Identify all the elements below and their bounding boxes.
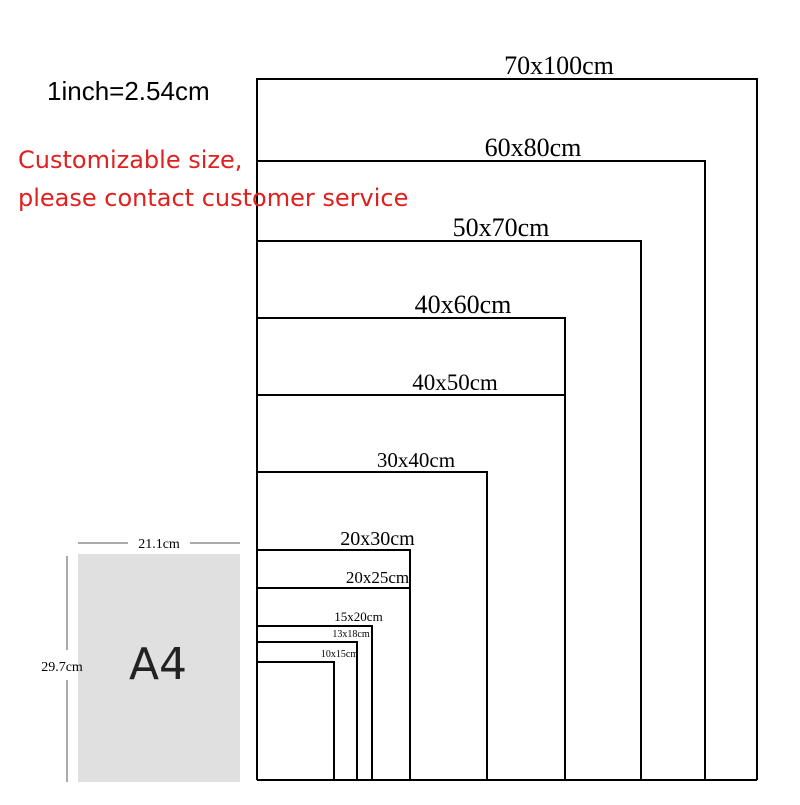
frame-label-40x50cm: 40x50cm [412, 370, 498, 395]
custom-size-note-line2: please contact customer service [18, 184, 409, 212]
frame-label-30x40cm: 30x40cm [377, 448, 455, 472]
frame-label-13x18cm: 13x18cm [332, 629, 369, 640]
frame-label-50x70cm: 50x70cm [453, 213, 550, 242]
size-frames: 70x100cm 60x80cm 50x70cm 40x60cm 40x50cm 30x4… [256, 51, 758, 781]
a4-height-label: 29.7cm [41, 660, 83, 675]
frame-label-10x15cm: 10x15cm [321, 649, 358, 660]
frame-label-20x25cm: 20x25cm [346, 568, 409, 587]
frame-label-40x60cm: 40x60cm [415, 290, 512, 319]
frame-60x80cm [256, 160, 706, 780]
a4-reference: A4 21.1cm 29.7cm [41, 537, 240, 782]
frame-label-60x80cm: 60x80cm [485, 133, 582, 162]
frame-label-15x20cm: 15x20cm [334, 609, 382, 624]
conversion-note: 1inch=2.54cm [47, 76, 210, 106]
a4-sheet [78, 554, 240, 782]
custom-size-note-line1: Customizable size, [18, 146, 243, 174]
frame-50x70cm [256, 240, 642, 780]
frame-label-20x30cm: 20x30cm [340, 528, 415, 550]
a4-width-label: 21.1cm [138, 537, 180, 552]
a4-label: A4 [129, 639, 187, 690]
frame-10x15cm [256, 661, 335, 780]
frame-label-70x100cm: 70x100cm [504, 51, 614, 80]
